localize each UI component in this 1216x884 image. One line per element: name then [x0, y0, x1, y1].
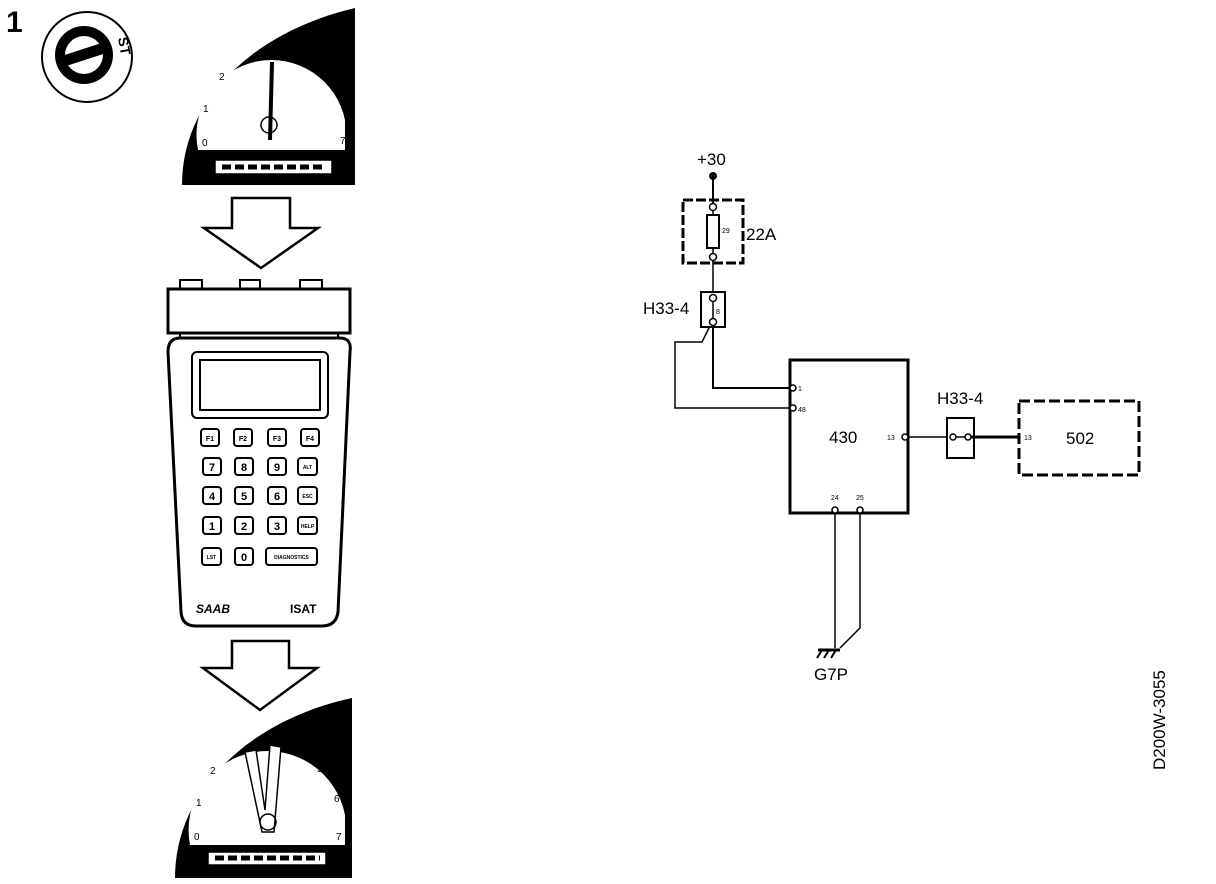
key-7: 7 — [209, 462, 215, 474]
key-alt: ALT — [303, 465, 312, 471]
connector-top-label: H33-4 — [643, 299, 689, 318]
gauge-bottom-num-4: 4 — [285, 742, 291, 753]
gauge-top-num-2: 2 — [219, 72, 225, 83]
key-f1: F1 — [206, 436, 214, 443]
gauge-top-num-4: 4 — [289, 52, 295, 63]
tester-screen — [199, 359, 321, 411]
key-4: 4 — [209, 491, 216, 503]
key-0: 0 — [241, 552, 247, 564]
gauge-bottom-num-6: 6 — [334, 794, 340, 805]
ground-label: G7P — [814, 665, 848, 684]
gauge-bottom-num-1: 1 — [196, 798, 202, 809]
ecu-pin-48: 48 — [798, 407, 806, 414]
module-502 — [1017, 399, 1141, 477]
tester-keypad: 7 8 9 ALT 4 5 6 ESC 1 2 3 HELP LST — [201, 457, 318, 566]
ignition-key-icon: ST — [41, 11, 134, 103]
gauge-bottom-num-7: 7 — [336, 832, 342, 843]
tester-function-keys: F1 F2 F3 F4 — [200, 428, 320, 447]
gauge-top-num-7: 7 — [340, 136, 346, 147]
key-1: 1 — [209, 521, 215, 533]
ignition-label: ST — [115, 36, 134, 57]
key-f4: F4 — [306, 436, 314, 443]
connector-right-label: H33-4 — [937, 389, 983, 408]
module-pin: 13 — [1024, 435, 1032, 442]
key-diagnostics: DIAGNOSTICS — [274, 555, 309, 561]
key-5: 5 — [241, 491, 247, 503]
ecu-label: 430 — [829, 428, 857, 447]
diagnostic-tester: F1 F2 F3 F4 7 8 9 ALT 4 5 6 ESC — [166, 336, 352, 628]
fuse-box-label: 22A — [746, 225, 777, 244]
key-f3: F3 — [273, 436, 281, 443]
tester-connector — [166, 279, 352, 340]
key-8: 8 — [241, 462, 247, 474]
tester-model: ISAT — [290, 602, 317, 616]
step-number: 1 — [6, 6, 23, 39]
gauge-top: 0 1 2 3 4 5 6 7 — [182, 8, 355, 185]
connector-top-pin: 8 — [716, 309, 720, 316]
ecu-pin-24: 24 — [831, 495, 839, 502]
gauge-top-num-0: 0 — [202, 138, 208, 149]
gauge-bottom-num-3: 3 — [244, 744, 250, 755]
gauge-bottom-num-2: 2 — [210, 766, 216, 777]
ground-icon — [816, 648, 840, 659]
key-9: 9 — [274, 462, 280, 474]
arrow-down-icon — [200, 196, 322, 270]
key-lst: LST — [207, 555, 216, 561]
key-3: 3 — [274, 521, 280, 533]
gauge-bottom-num-0: 0 — [194, 832, 200, 843]
key-help: HELP — [301, 524, 315, 530]
gauge-bottom-num-5: 5 — [317, 764, 323, 775]
gauge-top-num-3: 3 — [252, 52, 258, 63]
fuse-icon — [706, 214, 720, 249]
ecu-pin-1: 1 — [798, 386, 802, 393]
ecu-pin-25: 25 — [856, 495, 864, 502]
gauge-top-needle — [268, 61, 274, 141]
supply-label: +30 — [697, 150, 726, 169]
key-6: 6 — [274, 491, 280, 503]
ecu-pin-13: 13 — [887, 435, 895, 442]
wiring-diagram: +30 29 22A 8 H33-4 430 1 48 13 24 — [643, 150, 1141, 684]
gauge-top-num-5: 5 — [320, 70, 326, 81]
key-f2: F2 — [239, 436, 247, 443]
ecu-430 — [788, 358, 910, 515]
key-2: 2 — [241, 521, 247, 533]
tester-brand: SAAB — [196, 602, 230, 616]
arrow-down-icon — [199, 639, 321, 712]
gauge-top-num-6: 6 — [339, 98, 345, 109]
module-label: 502 — [1066, 429, 1094, 448]
gauge-top-num-1: 1 — [203, 104, 209, 115]
gauge-bottom: 0 1 2 3 4 5 6 7 — [175, 698, 352, 878]
key-esc: ESC — [302, 494, 313, 500]
fuse-number: 29 — [722, 228, 730, 235]
